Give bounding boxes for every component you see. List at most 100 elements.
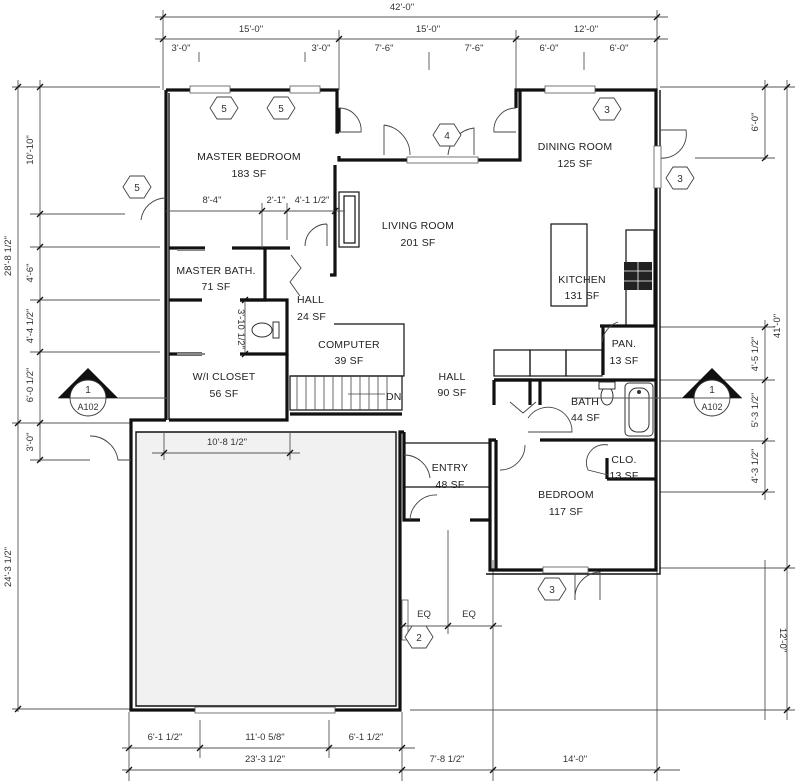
dim-top-seg: 15'-0"	[416, 24, 440, 35]
room-bath: BATH 44 SF	[571, 396, 600, 424]
svg-text:44 SF: 44 SF	[571, 412, 600, 424]
svg-text:4: 4	[444, 131, 450, 142]
window-tag: 5	[209, 96, 239, 120]
room-bedroom: BEDROOM 117 SF	[538, 489, 594, 518]
svg-text:131 SF: 131 SF	[564, 290, 599, 302]
dim-interior: EQ	[462, 609, 476, 620]
dim-right-seg: 4'-5 1/2"	[750, 337, 761, 372]
svg-text:71 SF: 71 SF	[201, 281, 230, 293]
room-hall-main: HALL 90 SF	[437, 371, 466, 399]
room-entry: ENTRY 48 SF	[432, 462, 468, 491]
window-tag: 3	[592, 97, 622, 121]
dim-top-sub: 6'-0"	[540, 43, 559, 54]
svg-text:PAN.: PAN.	[612, 338, 637, 350]
bottom-dimensions: 6'-1 1/2" 11'-0 5/8" 6'-1 1/2" 23'-3 1/2…	[122, 560, 680, 781]
garage-floor	[136, 432, 400, 706]
dim-bottom-overall: 14'-0"	[563, 754, 587, 765]
svg-text:1: 1	[85, 385, 91, 396]
svg-text:13 SF: 13 SF	[609, 470, 638, 482]
dim-bottom-seg: 6'-1 1/2"	[349, 732, 384, 743]
left-dimensions: 28'-8 1/2" 24'-3 1/2" 10'-10" 4'-6" 4'-4…	[3, 80, 160, 713]
fixtures	[177, 249, 654, 437]
staircase: DN	[289, 375, 403, 416]
svg-text:117 SF: 117 SF	[549, 506, 583, 518]
svg-text:5: 5	[278, 104, 284, 115]
dim-bottom-seg: 11'-0 5/8"	[245, 732, 284, 743]
svg-text:BATH: BATH	[571, 396, 599, 408]
doors	[89, 107, 687, 601]
svg-text:39 SF: 39 SF	[334, 355, 363, 367]
svg-text:W/I CLOSET: W/I CLOSET	[193, 371, 256, 383]
svg-text:3: 3	[604, 105, 610, 116]
dim-right-seg: 4'-3 1/2"	[750, 449, 761, 484]
dim-interior: EQ	[417, 609, 431, 620]
dim-left-seg: 3'-0"	[25, 433, 36, 452]
room-hall-small: HALL 24 SF	[297, 294, 326, 323]
window-tag: 4	[432, 123, 462, 147]
dim-left-seg: 10'-10"	[25, 135, 36, 164]
room-pantry: PAN. 13 SF	[609, 338, 638, 367]
dim-bottom-overall: 23'-3 1/2"	[245, 754, 285, 765]
svg-text:5: 5	[134, 183, 140, 194]
svg-text:MASTER BATH.: MASTER BATH.	[176, 265, 255, 277]
svg-text:ENTRY: ENTRY	[432, 462, 468, 474]
windows	[189, 85, 662, 714]
dim-right-overall: 41'-0"	[772, 314, 783, 338]
svg-text:183 SF: 183 SF	[231, 168, 266, 180]
svg-text:BEDROOM: BEDROOM	[538, 489, 594, 501]
dim-top-sub: 7'-6"	[375, 43, 394, 54]
svg-text:LIVING ROOM: LIVING ROOM	[382, 220, 454, 232]
dim-right-seg: 6'-0"	[750, 113, 761, 132]
svg-text:CLO.: CLO.	[611, 454, 636, 466]
svg-text:COMPUTER: COMPUTER	[318, 339, 380, 351]
dim-top-sub: 7'-6"	[465, 43, 484, 54]
dim-bottom-overall: 7'-8 1/2"	[430, 754, 465, 765]
svg-text:201 SF: 201 SF	[400, 237, 435, 249]
svg-text:56 SF: 56 SF	[209, 388, 238, 400]
svg-text:HALL: HALL	[297, 294, 324, 306]
svg-text:A102: A102	[77, 402, 98, 412]
dim-left-seg: 6'-0 1/2"	[25, 368, 36, 403]
toilet-icon	[600, 386, 614, 406]
window-tag: 2	[404, 625, 434, 649]
dim-interior: 10'-8 1/2"	[207, 437, 247, 448]
dim-overall-width: 42'-0"	[390, 2, 414, 13]
dim-right-seg: 5'-3 1/2"	[750, 393, 761, 428]
cooktop	[624, 262, 652, 290]
svg-text:13 SF: 13 SF	[609, 355, 638, 367]
room-closet: CLO. 13 SF	[609, 454, 638, 482]
dim-left-seg: 4'-4 1/2"	[25, 309, 36, 344]
window-tag: 3	[665, 166, 695, 190]
top-dimensions: 42'-0" 15'-0" 15'-0" 12'-0" 3'-0" 3'-0" …	[155, 2, 668, 90]
dim-interior: 3'-10 1/2"	[235, 309, 246, 349]
dim-top-sub: 6'-0"	[610, 43, 629, 54]
window-tag: 3	[537, 577, 567, 601]
room-master-bedroom: MASTER BEDROOM 183 SF	[197, 151, 301, 180]
dim-left-overall: 28'-8 1/2"	[3, 236, 14, 276]
section-marker-right: 1 A102	[572, 368, 742, 417]
window-tag: 5	[266, 96, 296, 120]
interior-dimensions: 8'-4" 2'-1" 4'-1 1/2" 3'-10 1/2" 10'-8 1…	[152, 195, 502, 634]
section-marker-left: 1 A102	[58, 368, 168, 417]
svg-text:48 SF: 48 SF	[435, 479, 464, 491]
dim-top-seg: 12'-0"	[574, 24, 598, 35]
svg-text:90 SF: 90 SF	[437, 387, 466, 399]
stair-direction-label: DN	[386, 391, 402, 403]
dim-bottom-seg: 6'-1 1/2"	[148, 732, 183, 743]
room-living-room: LIVING ROOM 201 SF	[382, 220, 454, 249]
room-kitchen: KITCHEN 131 SF	[558, 274, 606, 302]
dim-right-seg: 12'-0"	[777, 628, 788, 652]
dim-interior: 4'-1 1/2"	[295, 195, 330, 206]
svg-text:HALL: HALL	[438, 371, 465, 383]
interior-walls: DN	[169, 165, 656, 570]
svg-text:3: 3	[677, 174, 683, 185]
toilet-icon	[251, 322, 273, 338]
right-dimensions: 6'-0" 41'-0" 4'-5 1/2" 5'-3 1/2" 4'-3 1/…	[410, 80, 795, 720]
room-master-bath: MASTER BATH. 71 SF	[176, 265, 255, 293]
window-tags: 5 5 5 4 3 3 3 2	[122, 96, 695, 649]
svg-text:DINING ROOM: DINING ROOM	[538, 141, 613, 153]
svg-text:KITCHEN: KITCHEN	[558, 274, 606, 286]
room-dining-room: DINING ROOM 125 SF	[538, 141, 613, 170]
dim-left-overall: 24'-3 1/2"	[3, 547, 14, 587]
